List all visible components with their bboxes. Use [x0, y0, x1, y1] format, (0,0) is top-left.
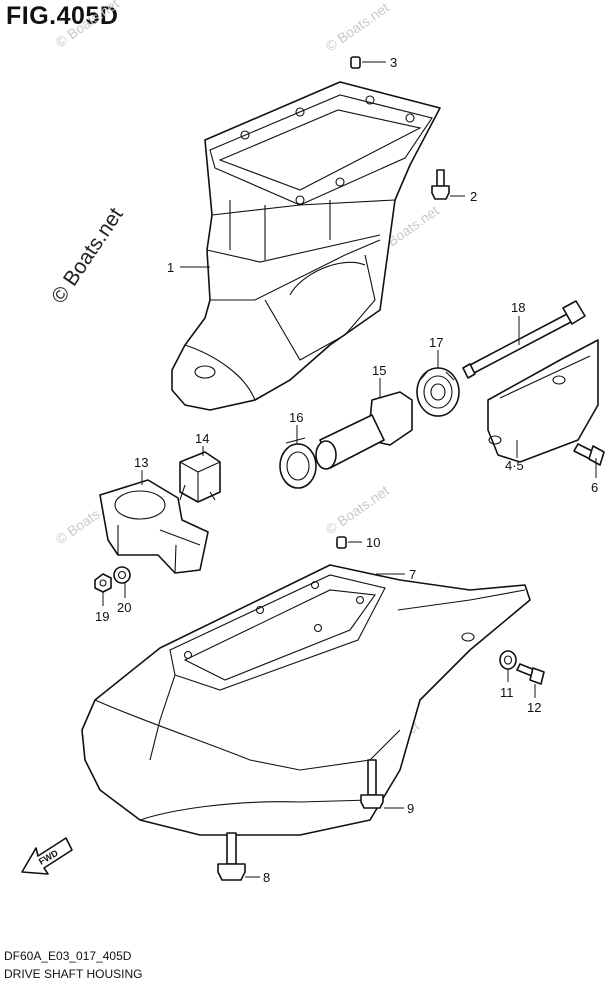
callout-16: 16 — [289, 410, 303, 425]
part-12-bolt — [516, 663, 545, 685]
callout-18: 18 — [511, 300, 525, 315]
part-4-5-cover — [487, 339, 599, 463]
callout-13: 13 — [134, 455, 148, 470]
part-9-bolt — [360, 759, 384, 809]
watermark-text: © Boats.net — [53, 0, 122, 50]
callout-1: 1 — [167, 260, 174, 275]
part-11-washer — [499, 650, 517, 670]
figure-title: FIG.405D — [6, 2, 119, 30]
callout-6: 6 — [591, 480, 598, 495]
part-13-mount — [99, 479, 209, 574]
part-19-nut — [94, 573, 112, 593]
leader-lines — [102, 61, 597, 878]
part-6-bolt — [573, 443, 605, 466]
footer-code: DF60A_E03_017_405D — [4, 949, 132, 963]
callout-17: 17 — [429, 335, 443, 350]
callout-9: 9 — [407, 801, 414, 816]
footer-title: DRIVE SHAFT HOUSING — [4, 967, 143, 981]
part-8-bolt — [217, 832, 246, 881]
part-15-mount-rubber — [315, 391, 413, 470]
callout-2: 2 — [470, 189, 477, 204]
part-17-bearing — [416, 367, 460, 417]
part-3-plug — [350, 56, 361, 69]
callout-11: 11 — [500, 685, 514, 700]
callout-12: 12 — [527, 700, 541, 715]
watermark-text: © Boats.net — [323, 0, 392, 54]
callout-10: 10 — [366, 535, 380, 550]
callout-14: 14 — [195, 431, 209, 446]
part-18-long-bolt — [462, 300, 586, 379]
part-14-bracket — [179, 451, 221, 503]
part-10-plug — [336, 536, 347, 549]
callout-20: 20 — [117, 600, 131, 615]
callout-15: 15 — [372, 363, 386, 378]
fwd-arrow: FWD — [21, 837, 73, 875]
callout-3: 3 — [390, 55, 397, 70]
part-2-bolt — [431, 169, 450, 200]
part-16-seal — [279, 437, 317, 489]
watermark-main: © Boats.net — [47, 204, 128, 308]
callout-19: 19 — [95, 609, 109, 624]
callout-8: 8 — [263, 870, 270, 885]
part-1-upper-housing — [171, 81, 441, 411]
part-20-washer — [113, 566, 131, 584]
callout-4-5: 4·5 — [505, 458, 524, 473]
part-7-lower-housing — [81, 564, 531, 836]
callout-labels: 1 2 3 18 17 15 16 14 13 4·5 6 10 7 19 20… — [95, 55, 598, 885]
watermark-text: © Boats.net — [323, 482, 392, 537]
callout-7: 7 — [409, 567, 416, 582]
